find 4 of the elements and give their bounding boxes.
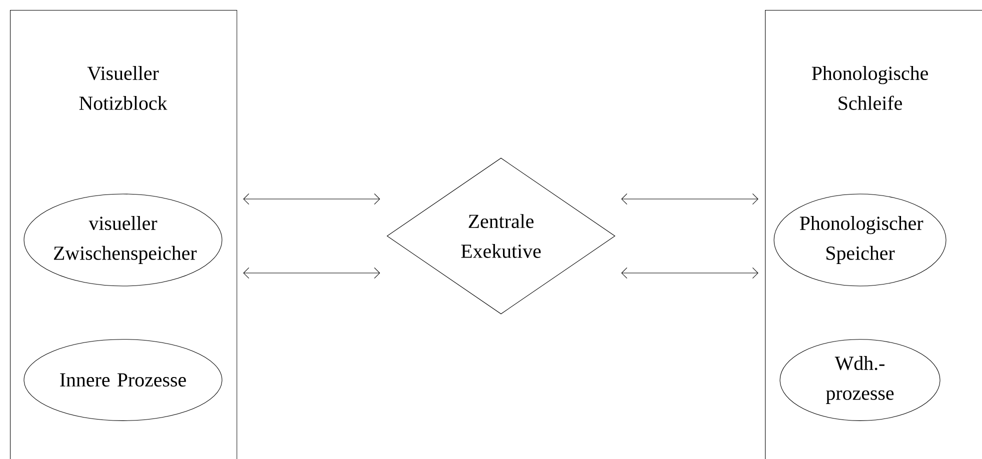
arrow xyxy=(243,193,380,205)
arrow xyxy=(621,193,758,205)
arrow xyxy=(621,267,758,279)
arrow xyxy=(243,267,380,279)
